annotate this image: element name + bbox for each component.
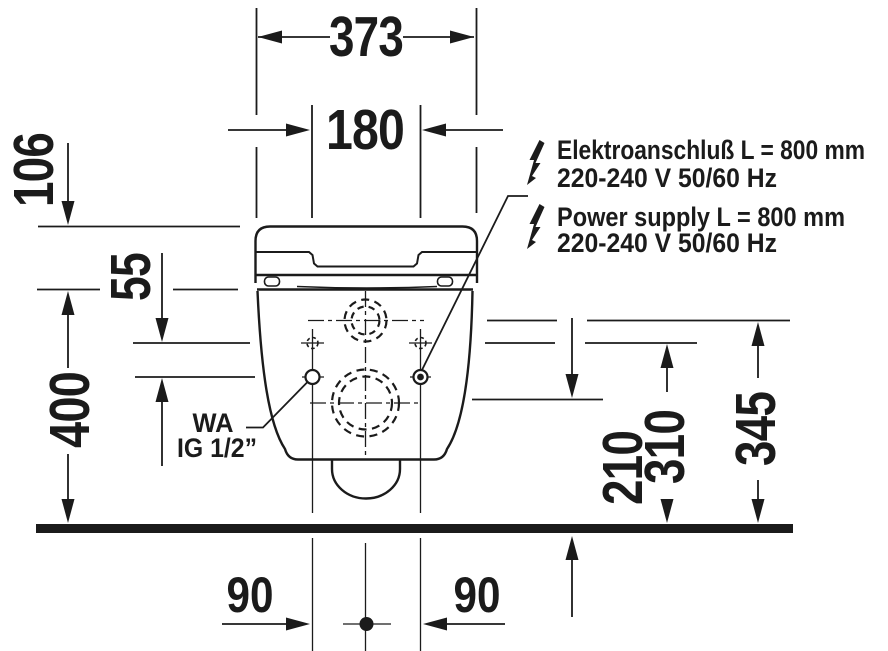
dim-overall-width: 373 [255, 5, 478, 218]
dim-connection-row-gap: 55 [99, 253, 255, 466]
dim-supply-center-height-label: 345 [724, 392, 788, 466]
drain-pipe-circle-inner [337, 375, 394, 431]
dim-fixing-hole-height-label: 310 [633, 410, 697, 484]
dim-hole-offsets: 90 90 [222, 567, 505, 631]
electrical-de-line2: 220-240 V 50/60 Hz [557, 163, 777, 193]
lightning-bolt-icon [527, 204, 545, 249]
water-leader-line [246, 381, 309, 429]
dim-lid-height-label: 106 [2, 133, 66, 207]
floor-line [36, 524, 793, 533]
water-supply-circle-inner [350, 305, 381, 336]
arrowhead-up [751, 322, 765, 346]
toilet-outline [254, 225, 479, 500]
dim-fixing-hole-height: 310 [485, 342, 697, 523]
power-connection-dot [417, 373, 424, 381]
arrowhead-right-90 [423, 617, 447, 631]
fixing-holes [301, 336, 432, 386]
water-label-line2: IG 1/2” [177, 433, 257, 463]
arrowhead-up [660, 344, 674, 368]
electrical-en-line1: Power supply L = 800 mm [557, 202, 845, 232]
arrowhead-down [565, 374, 579, 398]
seat-bumper-right [436, 276, 454, 287]
dim-fixing-hole-spacing-label: 180 [326, 98, 404, 162]
dim-ceramic-top-height-label: 400 [38, 372, 102, 448]
electrical-de-line1: Elektroanschluß L = 800 mm [557, 135, 865, 165]
arrowhead-down [751, 499, 765, 523]
dim-overall-width-label: 373 [329, 5, 403, 69]
dim-ceramic-top-height: 400 [37, 288, 238, 523]
seat-lid [254, 225, 479, 283]
seat-shadow-line [296, 285, 438, 289]
water-label-line1: WA [193, 408, 234, 438]
arrowhead-up [155, 378, 169, 402]
ceramic-body [256, 290, 474, 461]
dim-fixing-hole-spacing: 180 [228, 98, 503, 218]
dim-hole-offset-left-label: 90 [227, 567, 274, 623]
lightning-bolt-icon [527, 140, 545, 185]
dim-hole-offset-right-label: 90 [454, 567, 501, 623]
drain-shroud [330, 459, 402, 500]
electrical-leader-line [420, 195, 528, 372]
water-connection-circle [304, 368, 321, 386]
fixing-hole-left [306, 336, 319, 350]
arrowhead-up [565, 536, 579, 560]
seat-lid-recess-line [255, 251, 477, 268]
dim-supply-center-height: 345 [487, 319, 790, 523]
fixing-hole-right [414, 336, 427, 350]
arrowhead-right [422, 123, 446, 137]
dim-connection-row-gap-label: 55 [99, 253, 163, 301]
electrical-annotation: Elektroanschluß L = 800 mm 220-240 V 50/… [420, 135, 865, 372]
water-supply-circle-outer [343, 298, 388, 343]
water-annotation: WA IG 1/2” [177, 381, 309, 463]
arrowhead-left [258, 30, 282, 44]
seat-bumper-left [263, 276, 281, 287]
bottom-center-dot [359, 617, 374, 631]
arrowhead-down [61, 499, 75, 523]
dim-drain-center-height-label: 210 [591, 431, 655, 505]
dim-drain-center-height: 210 [472, 318, 655, 617]
arrowhead-right [450, 30, 474, 44]
drain-pipe-circle-outer [330, 368, 401, 438]
centerlines [308, 291, 424, 651]
arrowhead-up [61, 291, 75, 315]
arrowhead-down [155, 318, 169, 342]
dim-lid-height: 106 [2, 133, 240, 228]
pipe-circles [330, 298, 401, 438]
arrowhead-left-90 [286, 617, 310, 631]
electrical-en-line2: 220-240 V 50/60 Hz [557, 228, 777, 258]
arrowhead-left [286, 123, 310, 137]
arrowhead-down [61, 201, 75, 225]
arrowhead-down [660, 499, 674, 523]
